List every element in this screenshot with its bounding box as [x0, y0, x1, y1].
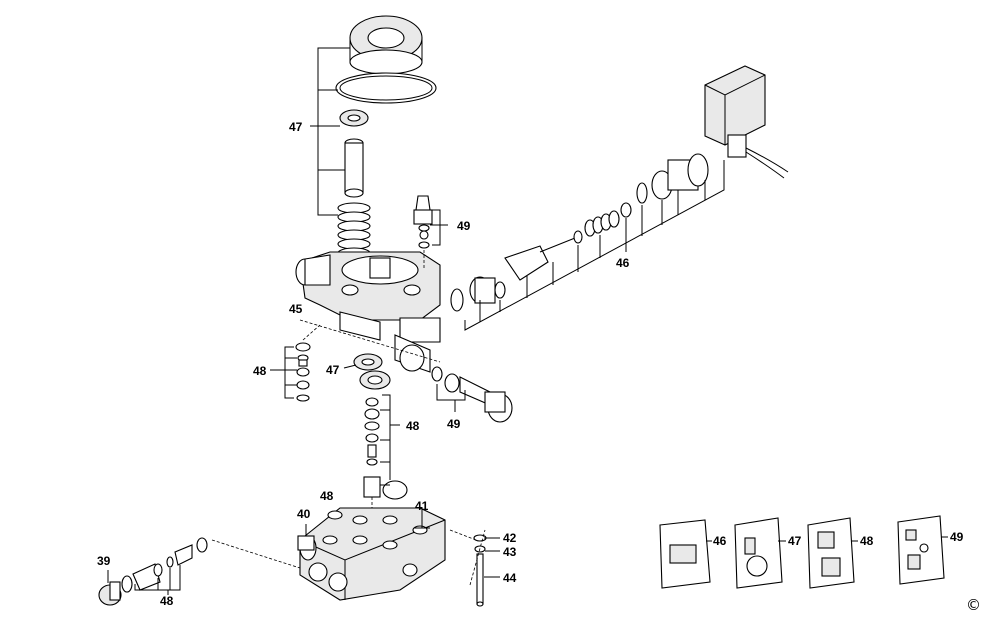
spring-stack: [337, 202, 371, 259]
bearing-ring: [349, 15, 423, 75]
plug-40: [297, 535, 315, 551]
callout-40: 40: [297, 507, 311, 521]
kit-label-49: 49: [950, 530, 964, 544]
check-valve-center: [363, 397, 408, 500]
pump-head: [295, 251, 441, 373]
callout-48-body: 48: [320, 489, 334, 503]
copyright-symbol: ©: [966, 596, 981, 614]
check-valve-left: [295, 342, 311, 402]
retaining-clip: [339, 109, 369, 127]
piston: [344, 138, 364, 198]
callout-47-top: 47: [289, 120, 303, 134]
bolt-assembly: [473, 534, 487, 607]
kit-bag-48: [807, 517, 858, 589]
callout-42: 42: [503, 531, 517, 545]
callout-48-left: 48: [253, 364, 267, 378]
o-ring-small-48: [327, 510, 343, 520]
plug-39: [98, 581, 122, 606]
callout-48-bottom: 48: [160, 594, 174, 608]
kit-bag-47: [734, 517, 786, 589]
callout-45: 45: [289, 302, 303, 316]
check-valve-bottom: [121, 537, 208, 593]
callout-46: 46: [616, 256, 630, 270]
callout-49-top: 49: [457, 219, 471, 233]
switch-box: [704, 65, 789, 179]
callout-48-center: 48: [406, 419, 420, 433]
kit-bag-49: [897, 515, 948, 585]
valve-fitting-top: [413, 195, 433, 249]
kit-bag-46: [659, 519, 712, 589]
callout-41: 41: [415, 499, 429, 513]
pump-body: [299, 507, 446, 601]
unloader-assembly: [450, 153, 709, 312]
seal-packing: [353, 353, 391, 390]
kit-label-46: 46: [713, 534, 727, 548]
callout-47-middle: 47: [326, 363, 340, 377]
o-ring-large: [335, 72, 437, 104]
callout-44: 44: [503, 571, 517, 585]
kit-label-48: 48: [860, 534, 874, 548]
callout-49-right: 49: [447, 417, 461, 431]
callout-43: 43: [503, 545, 517, 559]
valve-fitting-right: [431, 366, 513, 423]
callout-39: 39: [97, 554, 111, 568]
kit-label-47: 47: [788, 534, 802, 548]
